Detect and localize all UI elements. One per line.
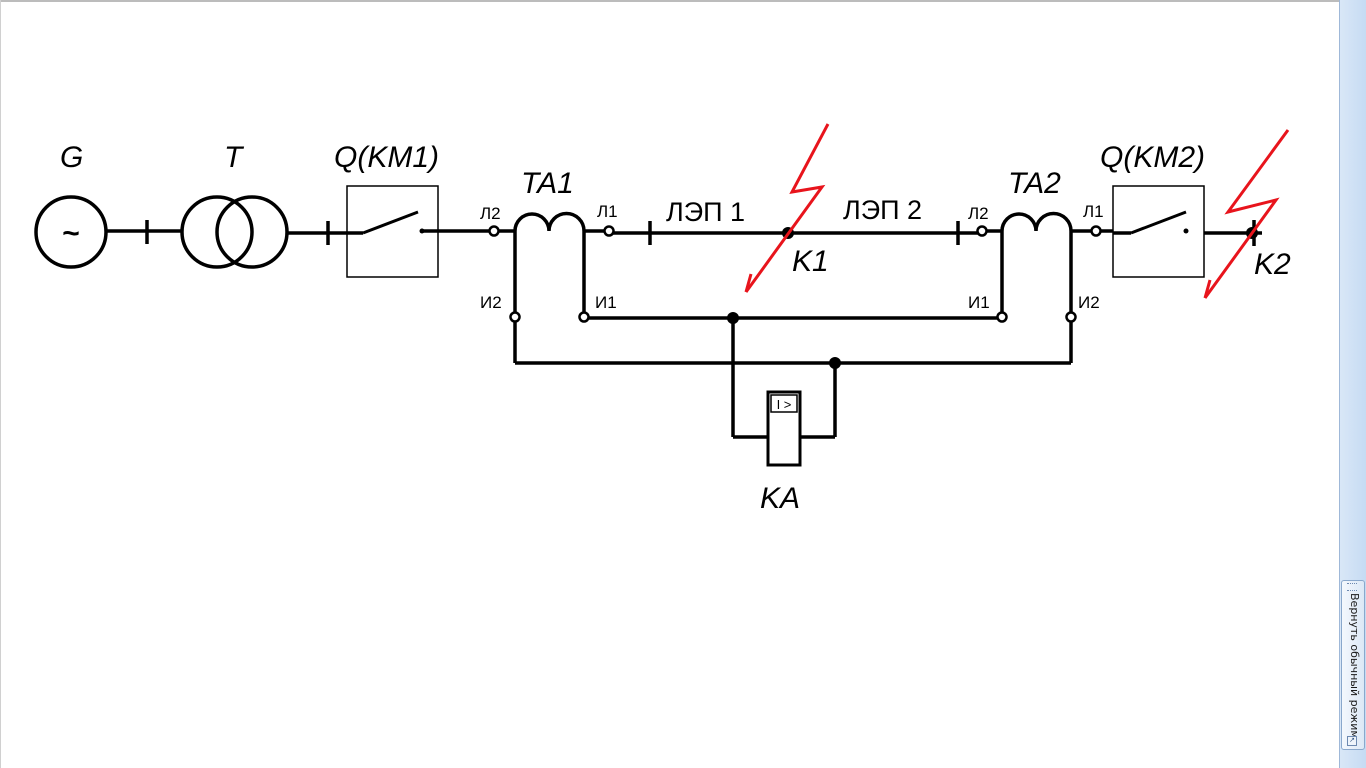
line1-label: ЛЭП 1: [666, 197, 745, 227]
breaker2-label: Q(KM2): [1100, 141, 1205, 174]
ct1-label: TA1: [521, 167, 574, 200]
ct1-l1-label: Л1: [597, 202, 618, 221]
ct2-l2-label: Л2: [968, 204, 989, 223]
relay-symbol: I >: [777, 397, 792, 412]
ct2-terminal-i1: [996, 311, 1008, 323]
ct2-i2-label: И2: [1078, 293, 1100, 312]
ct1-i1-label: И1: [595, 293, 617, 312]
ct2-l1-label: Л1: [1083, 202, 1104, 221]
ct1-winding: [513, 211, 586, 232]
breaker1-switch-contact-icon: [346, 185, 439, 278]
junction-i2: [829, 357, 841, 369]
ct1-terminal-l1: [603, 225, 615, 237]
ct1-i2-label: И2: [480, 293, 502, 312]
generator-symbol: ~: [62, 217, 80, 250]
fault2-label: K2: [1254, 248, 1291, 281]
canvas-top-border: [0, 0, 1339, 2]
grip-icon: [1347, 583, 1357, 591]
ct2-terminal-i2: [1065, 311, 1077, 323]
ct2-label: TA2: [1008, 167, 1061, 200]
restore-normal-mode-label: Вернуть обычный режим: [1348, 593, 1361, 739]
ct2-winding: [1000, 211, 1073, 232]
canvas-left-border: [0, 0, 1, 768]
overcurrent-relay-icon: [766, 390, 802, 467]
ct1-terminal-i2: [509, 311, 521, 323]
relay-label: KA: [760, 482, 800, 515]
junction-i1: [727, 312, 739, 324]
transformer-label: T: [224, 141, 245, 174]
ct2-i1-label: И1: [968, 293, 990, 312]
restore-normal-mode-button[interactable]: Вернуть обычный режим ↗: [1341, 580, 1365, 750]
expand-icon: ↗: [1347, 736, 1357, 746]
ct2-terminal-l1: [1090, 225, 1102, 237]
ct1-l2-label: Л2: [480, 204, 501, 223]
lightning-arrow-icon-k2: [1203, 129, 1290, 299]
lightning-arrow-icon-k1: [744, 123, 830, 293]
line2-label: ЛЭП 2: [843, 195, 922, 225]
two-winding-transformer-icon: [180, 195, 289, 269]
side-panel: Вернуть обычный режим ↗: [1339, 0, 1366, 768]
fault1-label: K1: [792, 245, 829, 278]
breaker2-switch-contact-icon: [1112, 185, 1205, 278]
ac-source-icon: [34, 195, 108, 269]
terminal-points: [488, 225, 1102, 323]
ct1-terminal-l2: [488, 225, 500, 237]
ct1-terminal-i1: [578, 311, 590, 323]
ct2-terminal-l2: [976, 225, 988, 237]
generator-label: G: [60, 141, 83, 174]
breaker1-label: Q(KM1): [334, 141, 439, 174]
